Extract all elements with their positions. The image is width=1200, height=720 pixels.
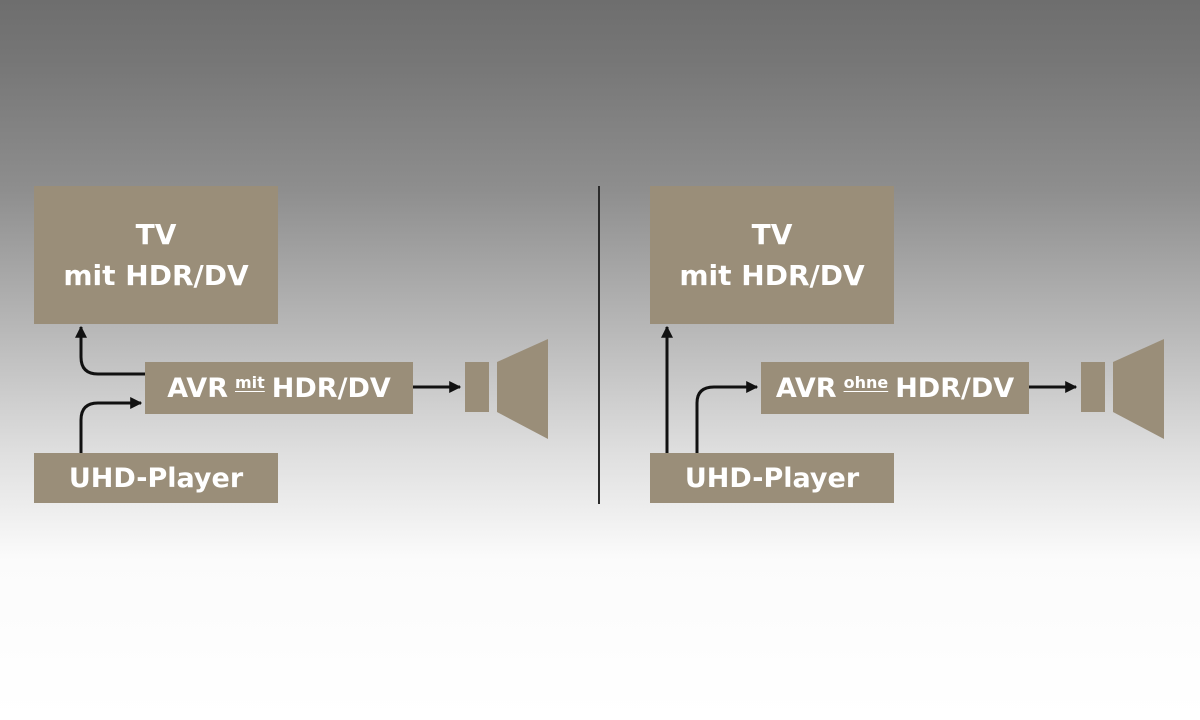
right-arrow-player-to-avr [695,381,759,453]
right-avr-suffix: HDR/DV [895,372,1015,404]
right-avr-prefix: AVR [775,372,837,404]
left-avr-prefix: AVR [167,372,228,404]
right-tv-label: TV [751,218,793,251]
left-tv-sublabel: mit HDR/DV [63,259,249,292]
left-player-box: UHD-Player [34,453,278,503]
right-avr-box: AVR ohne HDR/DV [761,362,1029,414]
left-avr-suffix: HDR/DV [271,372,391,404]
right-speaker-icon [1081,339,1164,439]
right-tv-sublabel: mit HDR/DV [679,259,865,292]
right-tv-box: TV mit HDR/DV [650,186,894,324]
right-player-label: UHD-Player [684,462,860,494]
left-tv-box: TV mit HDR/DV [34,186,278,324]
left-player-label: UHD-Player [68,462,244,494]
left-speaker-icon [465,339,548,439]
right-player-box: UHD-Player [650,453,894,503]
left-avr-box: AVR mit HDR/DV [145,362,413,414]
left-arrow-player-to-avr [79,397,143,453]
right-avr-qualifier: ohne [843,372,889,392]
left-avr-qualifier: mit [234,372,265,392]
left-tv-label: TV [135,218,177,251]
divider-line [598,186,600,504]
left-arrow-avr-to-tv [75,325,145,376]
